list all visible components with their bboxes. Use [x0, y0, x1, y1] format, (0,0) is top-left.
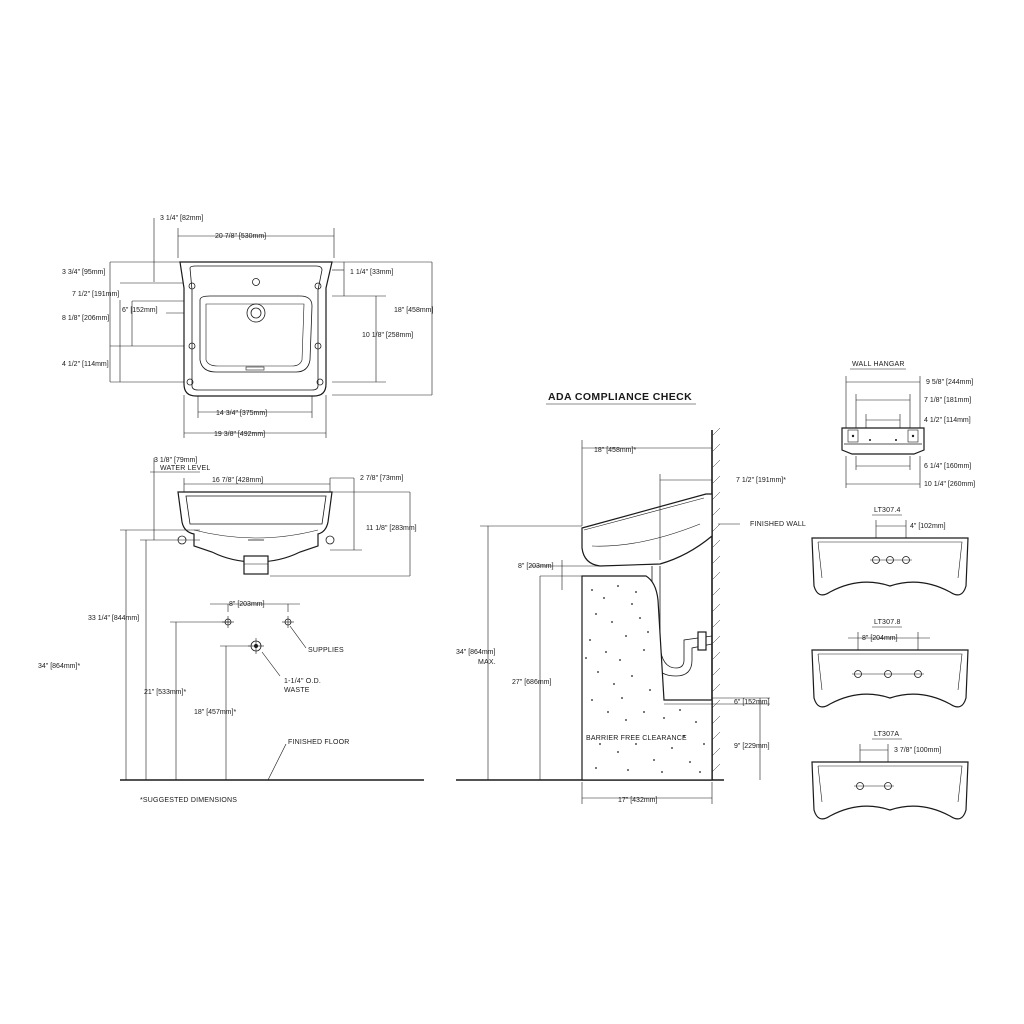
ada-dim-17: 17" [432mm] [618, 797, 658, 804]
variant-model-label: LT307.4 [874, 507, 901, 514]
wall-hangar: WALL HANGAR 9 5/8" [244mm] 7 1/8" [181mm… [841, 361, 975, 488]
top-view: 3 1/4" [82mm] 20 7/8" [530mm] 3 3/4" [95… [62, 215, 434, 438]
dim-33-1-4: 33 1/4" [844mm] [88, 615, 139, 622]
supplies-label: SUPPLIES [308, 647, 344, 654]
dim-8-1-8: 8 1/8" [206mm] [62, 315, 109, 322]
dim-4-1-2: 4 1/2" [114mm] [62, 361, 109, 368]
water-level-label: WATER LEVEL [160, 465, 210, 472]
dim-20-7-8: 20 7/8" [530mm] [215, 233, 266, 240]
wh-dim-10-1-4: 10 1/4" [260mm] [924, 481, 975, 488]
wh-dim-4-1-2: 4 1/2" [114mm] [924, 417, 971, 424]
variant-model-label: LT307.8 [874, 619, 901, 626]
variant-lt307a: LT307A 3 7/8" [100mm] [811, 731, 969, 820]
ada-title: ADA COMPLIANCE CHECK [548, 391, 692, 403]
max-label: MAX. [478, 659, 496, 666]
front-view: 3 1/8" [79mm] WATER LEVEL 16 7/8" [428mm… [38, 457, 424, 804]
dim-1-1-4: 1 1/4" [33mm] [350, 269, 393, 276]
ada-view: ADA COMPLIANCE CHECK [456, 391, 806, 804]
dim-3-1-8: 3 1/8" [79mm] [154, 457, 197, 464]
ada-dim-9: 9" [229mm] [734, 743, 770, 750]
variant-model-label: LT307A [874, 731, 899, 738]
wall-hangar-title: WALL HANGAR [852, 361, 905, 368]
dim-3-1-4: 3 1/4" [82mm] [160, 215, 203, 222]
variant-lt307-4: LT307.4 4" [102mm] [811, 507, 969, 596]
wh-dim-7-1-8: 7 1/8" [181mm] [924, 397, 971, 404]
dim-18: 18" [458mm] [394, 307, 434, 314]
variant-dim-label: 8" [204mm] [862, 635, 898, 642]
variant-dim-label: 4" [102mm] [910, 523, 946, 530]
dim-3-3-4: 3 3/4" [95mm] [62, 269, 105, 276]
wh-dim-6-1-4: 6 1/4" [160mm] [924, 463, 971, 470]
dim-18-457: 18" [457mm]* [194, 709, 236, 716]
waste-label: WASTE [284, 687, 310, 694]
barrier-free-label: BARRIER FREE CLEARANCE [586, 735, 687, 742]
ada-dim-27: 27" [686mm] [512, 679, 552, 686]
variant-lt307-8: LT307.8 8" [204mm] [811, 619, 969, 708]
ada-dim-34: 34" [864mm] [456, 649, 496, 656]
dim-21: 21" [533mm]* [144, 689, 186, 696]
dim-8: 8" [203mm] [229, 601, 265, 608]
dim-16-7-8: 16 7/8" [428mm] [212, 477, 263, 484]
ada-dim-8: 8" [203mm] [518, 563, 554, 570]
ada-dim-18: 18" [458mm]* [594, 447, 636, 454]
dim-34: 34" [864mm]* [38, 663, 80, 670]
suggested-footnote: *SUGGESTED DIMENSIONS [140, 797, 237, 804]
dim-7-1-2: 7 1/2" [191mm] [72, 291, 119, 298]
dim-6: 6" [152mm] [122, 307, 158, 314]
variant-dim-label: 3 7/8" [100mm] [894, 747, 941, 754]
ada-dim-6: 6" [152mm] [734, 699, 770, 706]
wh-dim-9-5-8: 9 5/8" [244mm] [926, 379, 973, 386]
od-label: 1-1/4" O.D. [284, 678, 321, 685]
dim-2-7-8: 2 7/8" [73mm] [360, 475, 403, 482]
dim-11-1-8: 11 1/8" [283mm] [366, 525, 417, 532]
finished-wall-label: FINISHED WALL [750, 521, 806, 528]
finished-floor-label: FINISHED FLOOR [288, 739, 350, 746]
ada-dim-7-1-2: 7 1/2" [191mm]* [736, 477, 786, 484]
dim-14-3-4: 14 3/4" [375mm] [216, 410, 267, 417]
dim-19-3-8: 19 3/8" [492mm] [214, 431, 265, 438]
dim-10-1-8: 10 1/8" [258mm] [362, 332, 413, 339]
